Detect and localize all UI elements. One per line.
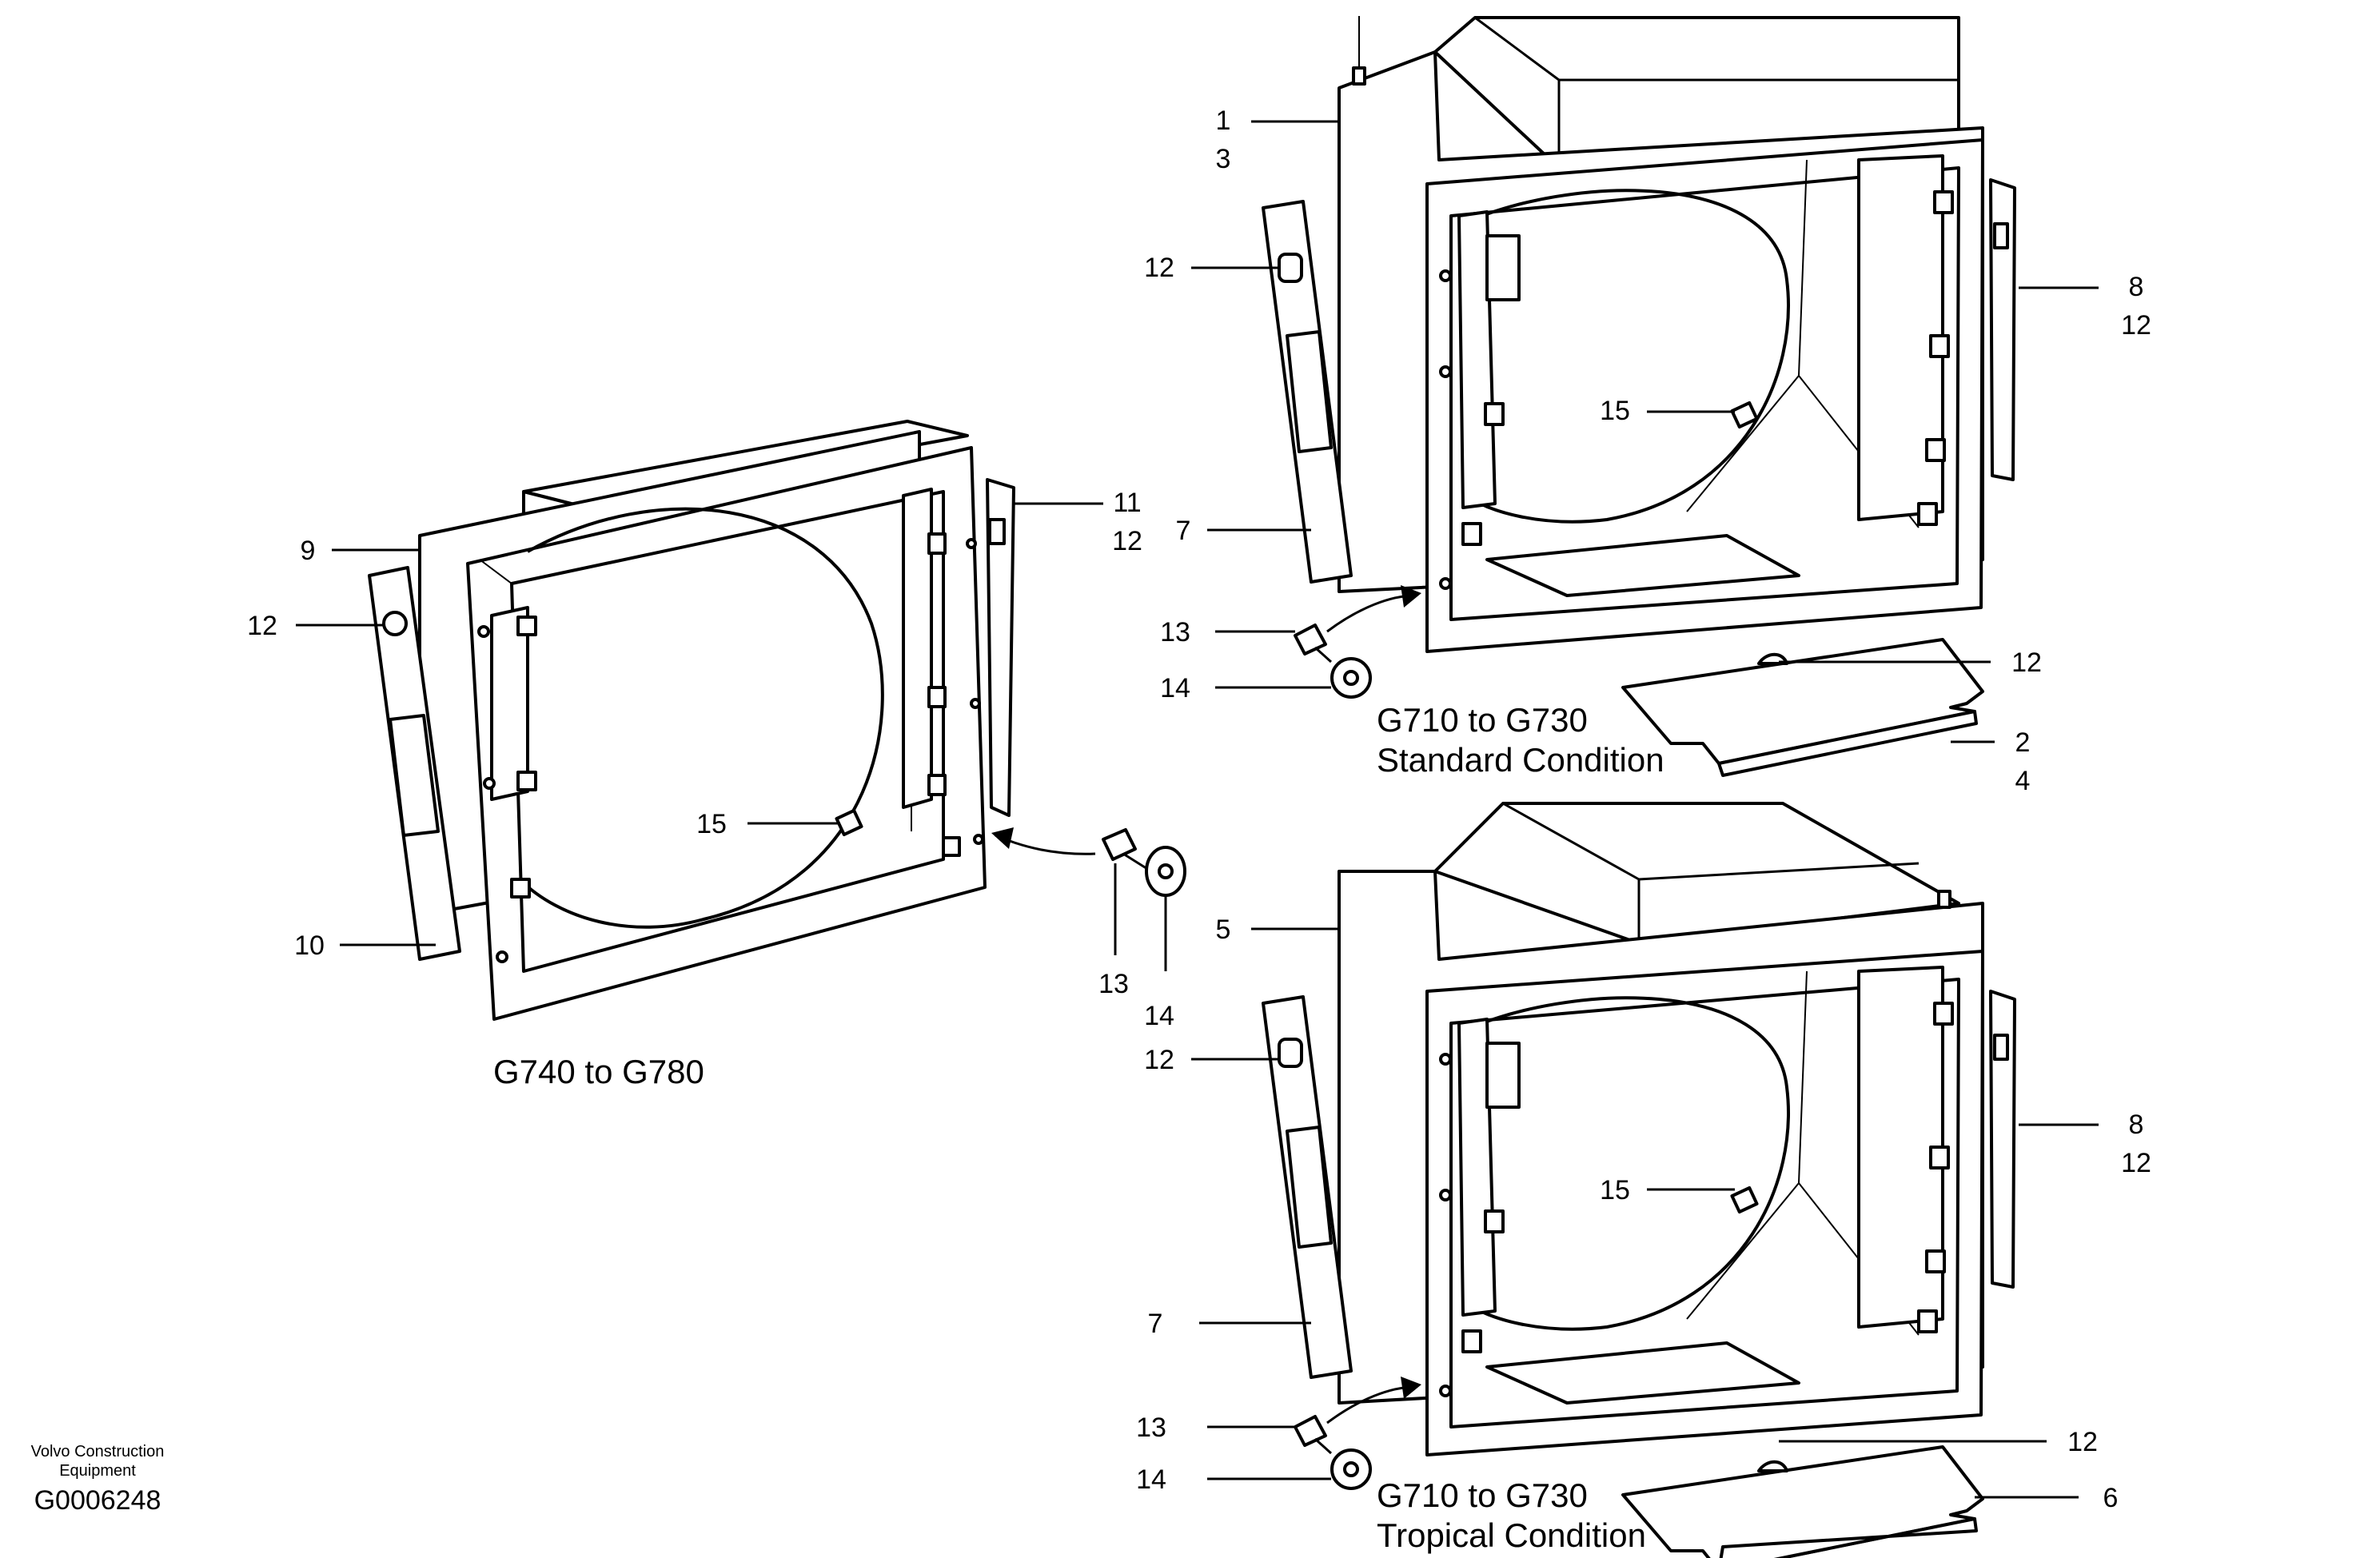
callout-11: 11: [1113, 488, 1141, 518]
callout-3: 3: [1216, 144, 1231, 174]
company-name-line1: Volvo Construction: [31, 1443, 165, 1460]
company-name-line2: Equipment: [59, 1462, 136, 1480]
caption-tropical-line1: G710 to G730: [1377, 1476, 1588, 1514]
callout-9: 9: [301, 536, 316, 566]
callout-14: 14: [1136, 1464, 1166, 1495]
shroud-assembly-g740: [368, 420, 1186, 1021]
callout-5: 5: [1216, 914, 1231, 945]
callout-13: 13: [1098, 969, 1129, 999]
callout-14: 14: [1144, 1001, 1174, 1031]
drawing-id: G0006248: [34, 1485, 161, 1516]
callout-12: 12: [1144, 1045, 1174, 1075]
callout-1: 1: [1216, 106, 1231, 136]
callout-12: 12: [1112, 526, 1142, 556]
callout-7: 7: [1176, 516, 1191, 546]
shroud-assembly-tropical: [1262, 802, 2016, 1558]
callout-12: 12: [247, 611, 277, 641]
callout-7: 7: [1148, 1309, 1163, 1339]
callout-12: 12: [2011, 648, 2042, 678]
caption-standard-line1: G710 to G730: [1377, 701, 1588, 739]
callout-12: 12: [1144, 253, 1174, 283]
callout-15: 15: [1600, 1175, 1630, 1205]
callouts-tropical: 5 12 8 12 15 7 13 14 12 6: [1136, 914, 2151, 1513]
callout-14: 14: [1160, 673, 1190, 703]
caption-tropical-line2: Tropical Condition: [1377, 1516, 1646, 1554]
leader-lines: [296, 120, 2099, 1499]
callout-6: 6: [2103, 1483, 2119, 1513]
callouts-left: 9 12 11 12 15 10 13 14: [247, 488, 1174, 1031]
caption-g740-g780: G740 to G780: [493, 1053, 704, 1090]
callout-8: 8: [2129, 1110, 2144, 1140]
callout-4: 4: [2015, 766, 2031, 796]
callout-15: 15: [1600, 396, 1630, 426]
callouts-standard: 1 3 12 8 12 15 7 13 14 12 2 4: [1144, 106, 2151, 796]
captions: G740 to G780 G710 to G730 Standard Condi…: [493, 701, 1664, 1554]
callout-12: 12: [2121, 310, 2151, 341]
callout-12: 12: [2067, 1427, 2098, 1457]
callout-10: 10: [294, 930, 325, 961]
callout-8: 8: [2129, 272, 2144, 302]
footer: Volvo Construction Equipment G0006248: [31, 1443, 165, 1516]
callout-15: 15: [696, 809, 727, 839]
callout-2: 2: [2015, 727, 2031, 758]
caption-standard-line2: Standard Condition: [1377, 741, 1664, 779]
callout-13: 13: [1160, 617, 1190, 648]
callout-13: 13: [1136, 1413, 1166, 1443]
shroud-assembly-standard: [1262, 16, 2016, 777]
callout-12: 12: [2121, 1148, 2151, 1178]
